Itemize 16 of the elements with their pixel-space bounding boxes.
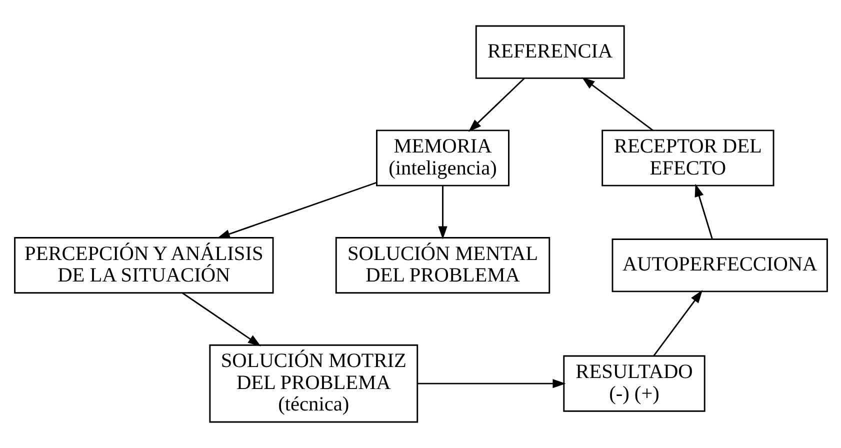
arrow	[182, 292, 261, 346]
node-box: RECEPTOR DEL EFECTO	[601, 130, 774, 186]
node-box: SOLUCIÓN MENTAL DEL PROBLEMA	[334, 237, 550, 294]
arrow	[652, 290, 702, 356]
node-box: SOLUCIÓN MOTRIZ DEL PROBLEMA (técnica)	[208, 344, 418, 423]
arrow	[581, 77, 653, 131]
arrow	[694, 184, 712, 239]
arrow	[468, 78, 524, 132]
node-box: PERCEPCIÓN Y ANÁLISIS DE LA SITUACIÓN	[14, 237, 274, 294]
arrow	[216, 182, 376, 238]
arrow	[417, 379, 566, 388]
node-box: REFERENCIA	[474, 25, 624, 79]
node-box: RESULTADO (-) (+)	[562, 355, 705, 412]
node-box: MEMORIA (inteligencia)	[376, 130, 509, 186]
arrow	[438, 186, 447, 240]
node-box: AUTOPERFECCIONA	[611, 238, 828, 292]
